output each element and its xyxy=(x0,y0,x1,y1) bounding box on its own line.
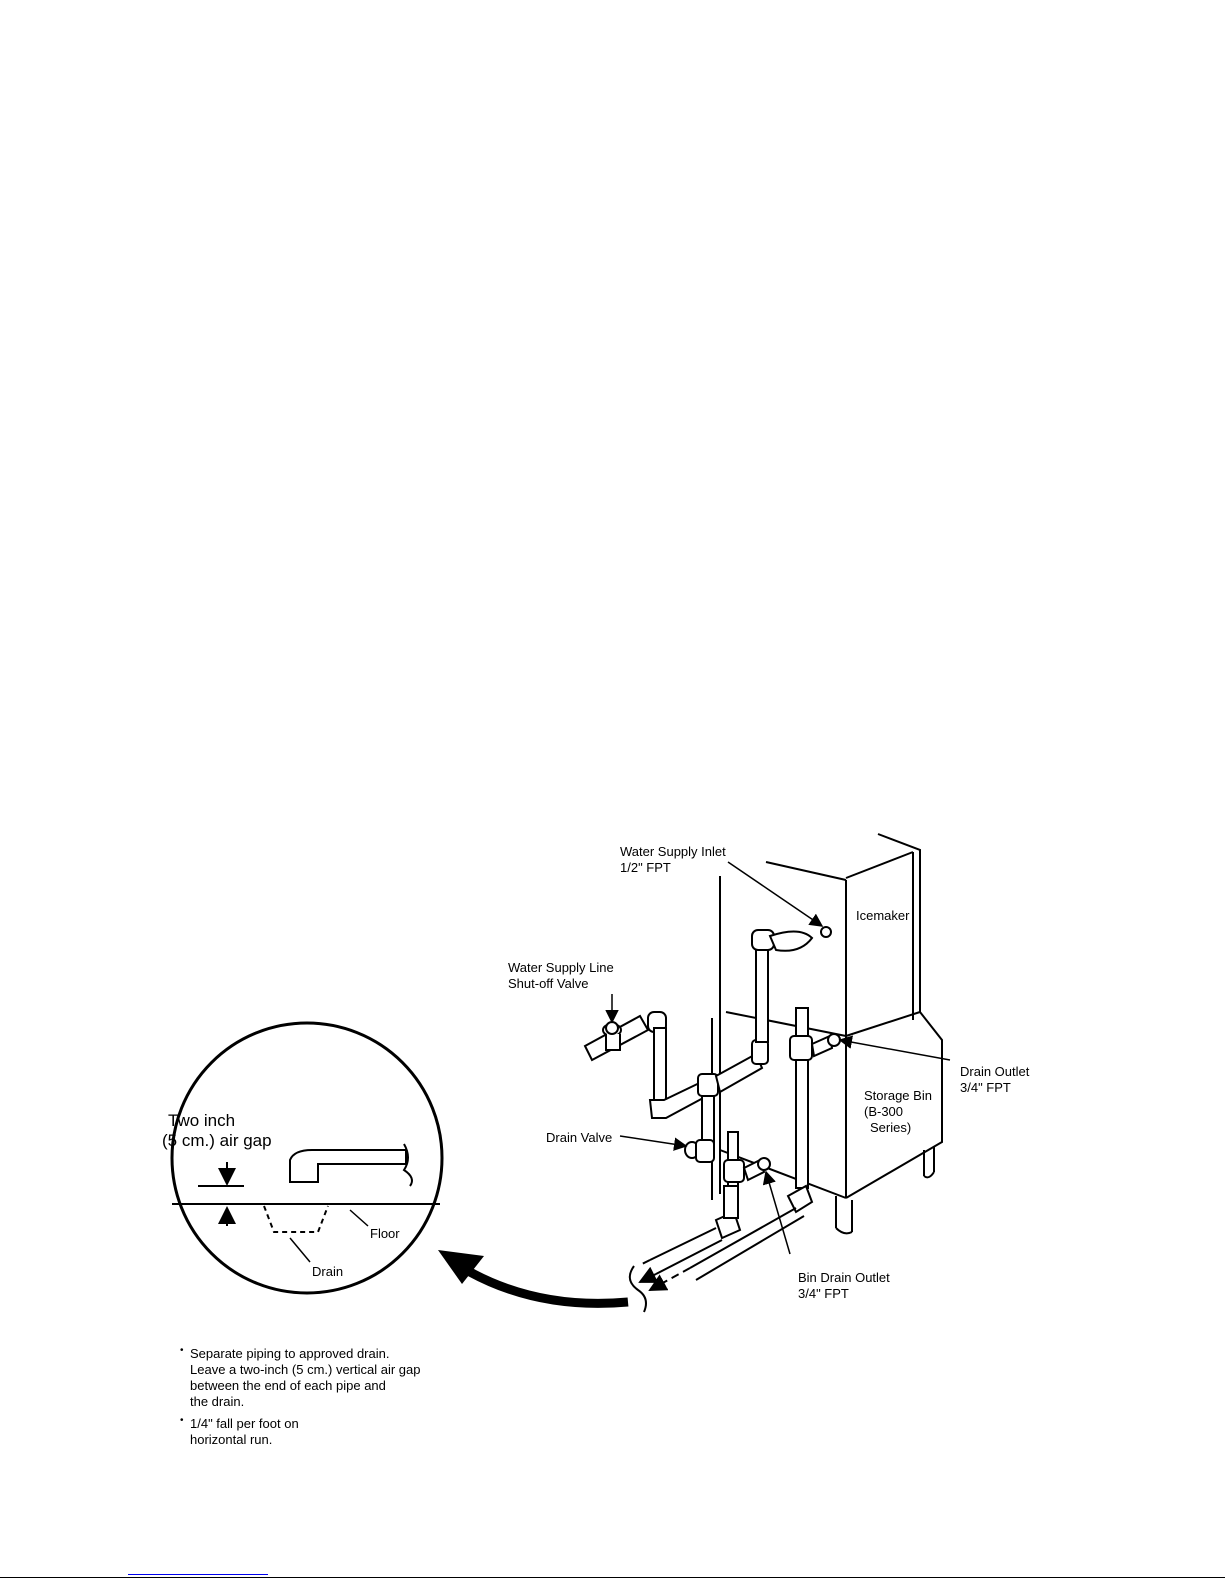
floor-label: Floor xyxy=(370,1226,400,1241)
drain-outlet-size: 3/4" FPT xyxy=(960,1080,1011,1095)
installation-notes: • Separate piping to approved drain. Lea… xyxy=(180,1345,480,1452)
curved-arrow-icon xyxy=(438,1250,629,1308)
icemaker-label: Icemaker xyxy=(856,908,910,923)
piping xyxy=(583,929,841,1240)
icemaker-unit xyxy=(725,833,921,1037)
note-separate-piping: • Separate piping to approved drain. Lea… xyxy=(180,1345,480,1410)
note-line: Leave a two-inch (5 cm.) vertical air ga… xyxy=(190,1362,421,1377)
air-gap-label: Two inch xyxy=(168,1111,235,1130)
drain-label: Drain xyxy=(312,1264,343,1279)
footer-link-underline[interactable] xyxy=(128,1573,268,1575)
water-supply-inlet-label: Water Supply Inlet xyxy=(620,844,726,859)
note-line: Separate piping to approved drain. xyxy=(190,1346,390,1361)
storage-bin-unit xyxy=(719,1011,943,1235)
water-supply-inlet-size: 1/2" FPT xyxy=(620,860,671,875)
note-line: horizontal run. xyxy=(190,1432,273,1447)
drain-runs xyxy=(628,1207,805,1313)
air-gap-detail xyxy=(170,1021,444,1295)
bin-drain-outlet-label: Bin Drain Outlet xyxy=(798,1270,890,1285)
note-line: 1/4" fall per foot on xyxy=(190,1416,299,1431)
storage-bin-series: Series) xyxy=(870,1120,911,1135)
drain-valve-label: Drain Valve xyxy=(546,1130,612,1145)
shutoff-valve-icon xyxy=(605,1021,619,1035)
note-fall-per-foot: • 1/4" fall per foot on horizontal run. xyxy=(180,1415,480,1448)
water-supply-line-label: Water Supply Line xyxy=(508,960,614,975)
bullet-icon: • xyxy=(180,1345,184,1356)
note-line: the drain. xyxy=(190,1394,245,1409)
footer-divider xyxy=(0,1577,1225,1578)
shutoff-valve-label: Shut-off Valve xyxy=(508,976,588,991)
storage-bin-label: Storage Bin xyxy=(864,1088,932,1103)
storage-bin-model: (B-300 xyxy=(864,1104,903,1119)
bin-drain-outlet-size: 3/4" FPT xyxy=(798,1286,849,1301)
bullet-icon: • xyxy=(180,1415,184,1426)
leader-lines xyxy=(605,861,951,1255)
air-gap-size-label: (5 cm.) air gap xyxy=(162,1131,272,1150)
note-line: between the end of each pipe and xyxy=(190,1378,386,1393)
drain-outlet-label: Drain Outlet xyxy=(960,1064,1030,1079)
water-inlet-fitting-icon xyxy=(820,926,832,938)
